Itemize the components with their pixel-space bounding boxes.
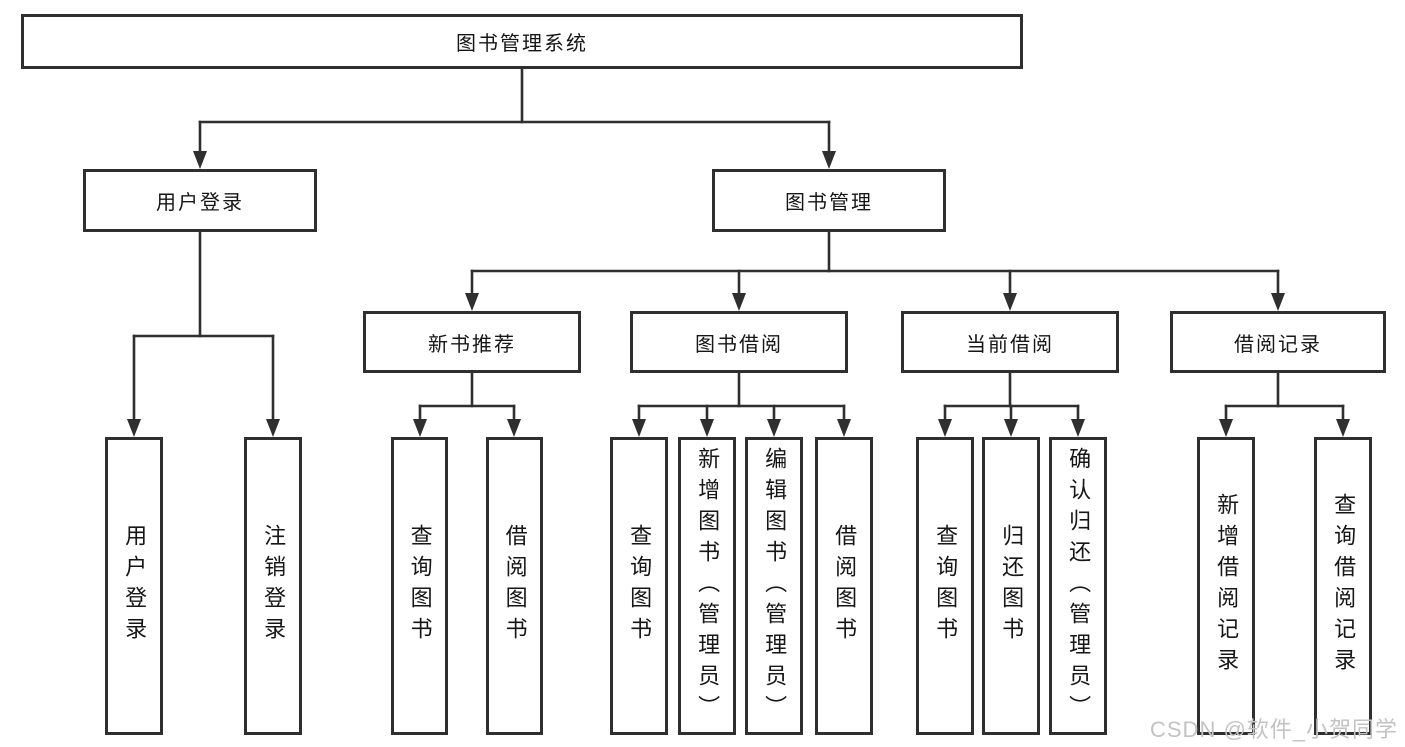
connector-book-borrow-to-leaves [632, 371, 851, 437]
arrowhead-icon [837, 419, 851, 437]
leaf-add-borrow-record: 新增借阅记录 [1197, 437, 1255, 735]
leaf-user-login: 用户登录 [105, 437, 163, 735]
arrowhead-icon [413, 419, 427, 437]
leaf-borrow-books: 借阅图书 [815, 437, 873, 735]
node-label: 图书管理系统 [456, 33, 588, 55]
connector-root-to-level2 [193, 67, 836, 169]
connector-borrow-records-to-leaves [1219, 371, 1350, 437]
arrowhead-icon [465, 293, 479, 311]
arrowhead-icon [1271, 293, 1285, 311]
arrowhead-icon [127, 419, 141, 437]
node-label: 编辑图书（管理员） [762, 446, 788, 726]
connector-current-borrow-to-leaves [938, 371, 1085, 437]
node-label: 确认归还（管理员） [1066, 446, 1092, 726]
leaf-query-books-current: 查询图书 [916, 437, 974, 735]
arrowhead-icon [632, 419, 646, 437]
node-label: 图书借阅 [695, 333, 783, 356]
leaf-query-books-recommend: 查询图书 [391, 437, 448, 735]
node-label: 注销登录 [261, 524, 287, 648]
arrowhead-icon [1003, 293, 1017, 311]
arrowhead-icon [266, 419, 280, 437]
node-new-book-recommend: 新书推荐 [363, 311, 581, 373]
node-label: 图书管理 [785, 192, 873, 214]
leaf-return-books: 归还图书 [982, 437, 1040, 735]
arrowhead-icon [193, 151, 207, 169]
node-label: 借阅记录 [1234, 333, 1322, 356]
node-book-borrow: 图书借阅 [630, 311, 848, 373]
node-current-borrow: 当前借阅 [901, 311, 1119, 373]
csdn-watermark: CSDN @软件_小贺同学 [1150, 717, 1399, 742]
leaf-logout: 注销登录 [244, 437, 302, 735]
arrowhead-icon [732, 293, 746, 311]
arrowhead-icon [1219, 419, 1233, 437]
node-label: 用户登录 [156, 192, 244, 214]
node-label: 查询图书 [407, 524, 433, 648]
node-label: 借阅图书 [832, 524, 858, 648]
arrowhead-icon [767, 419, 781, 437]
node-user-login: 用户登录 [83, 169, 317, 232]
node-label: 当前借阅 [966, 333, 1054, 356]
node-label: 用户登录 [122, 524, 148, 648]
node-label: 归还图书 [999, 524, 1025, 648]
node-book-management: 图书管理 [712, 169, 946, 232]
arrowhead-icon [1071, 419, 1085, 437]
node-label: 查询借阅记录 [1331, 493, 1357, 679]
node-borrow-records: 借阅记录 [1170, 311, 1386, 373]
leaf-add-books-admin: 新增图书（管理员） [678, 437, 736, 735]
node-label: 新增图书（管理员） [695, 446, 721, 726]
leaf-query-borrow-record: 查询借阅记录 [1314, 437, 1372, 735]
node-label: 新增借阅记录 [1214, 493, 1240, 679]
leaf-confirm-return-admin: 确认归还（管理员） [1049, 437, 1107, 735]
leaf-edit-books-admin: 编辑图书（管理员） [745, 437, 803, 735]
arrowhead-icon [1004, 419, 1018, 437]
arrowhead-icon [938, 419, 952, 437]
node-label: 查询图书 [627, 524, 653, 648]
leaf-borrow-books-recommend: 借阅图书 [486, 437, 543, 735]
node-label: 新书推荐 [428, 333, 516, 356]
leaf-query-books-borrow: 查询图书 [610, 437, 668, 735]
arrowhead-icon [1336, 419, 1350, 437]
connector-book-management-to-level3 [465, 230, 1285, 311]
connector-new-book-recommend-to-leaves [413, 371, 521, 437]
arrowhead-icon [507, 419, 521, 437]
node-root-book-management-system: 图书管理系统 [21, 14, 1023, 69]
arrowhead-icon [700, 419, 714, 437]
node-label: 借阅图书 [502, 524, 528, 648]
connector-user-login-to-leaves [127, 230, 280, 437]
arrowhead-icon [822, 151, 836, 169]
node-label: 查询图书 [933, 524, 959, 648]
